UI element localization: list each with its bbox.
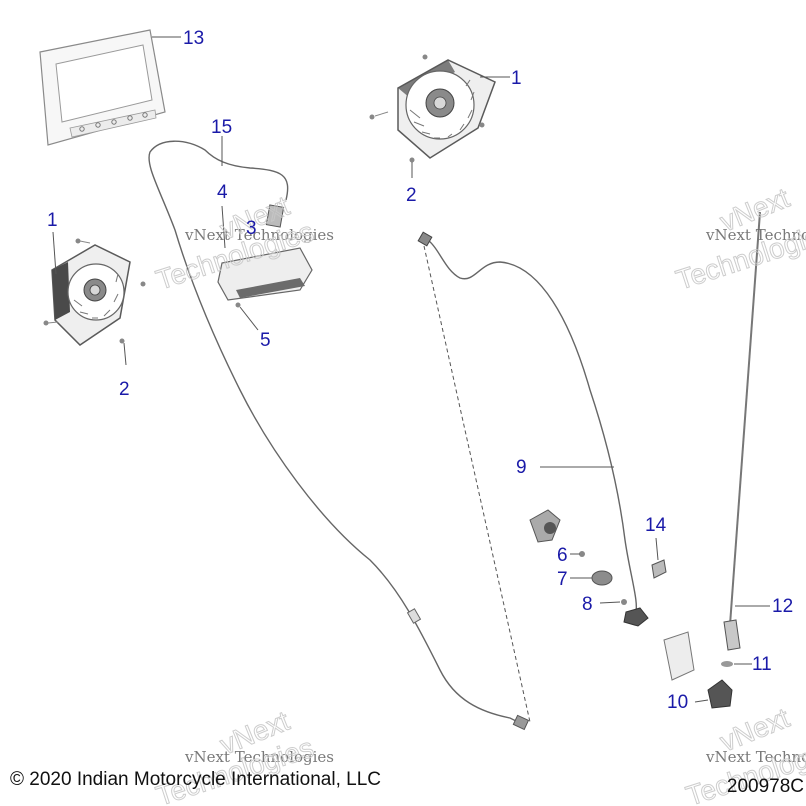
antenna-cable-9 [427, 239, 638, 616]
callout-13: 13 [183, 28, 204, 49]
callout-15: 15 [211, 117, 232, 138]
drawing-number: 200978C [726, 776, 804, 797]
callout-6: 6 [557, 545, 568, 566]
callout-7: 7 [557, 569, 568, 590]
svg-text:vNext Technologies: vNext Technologies [705, 748, 806, 766]
callout-1-left: 1 [47, 210, 58, 231]
callout-11: 11 [752, 654, 772, 675]
callout-2-left: 2 [119, 379, 130, 400]
callout-9: 9 [516, 457, 527, 478]
callout-14: 14 [645, 515, 667, 536]
display-screen-part [39, 29, 166, 146]
callout-10: 10 [667, 692, 688, 713]
copyright-text: © 2020 Indian Motorcycle International, … [10, 769, 381, 790]
callout-12: 12 [772, 596, 793, 617]
svg-text:vNext Technologies: vNext Technologies [705, 226, 806, 244]
speaker-left-part [51, 244, 131, 346]
callout-1-top: 1 [511, 68, 522, 89]
callout-5: 5 [260, 330, 271, 351]
svg-text:vNext Technologies: vNext Technologies [184, 226, 334, 244]
antenna-mast-12 [729, 211, 761, 626]
callout-8: 8 [582, 594, 593, 615]
callout-4: 4 [217, 182, 228, 203]
harness-cable-15 [148, 140, 523, 725]
svg-text:vNext Technologies: vNext Technologies [184, 748, 334, 766]
callout-2-top: 2 [406, 185, 417, 206]
amplifier-part [217, 204, 313, 301]
speaker-top-part [397, 59, 496, 159]
callout-3: 3 [246, 218, 257, 239]
